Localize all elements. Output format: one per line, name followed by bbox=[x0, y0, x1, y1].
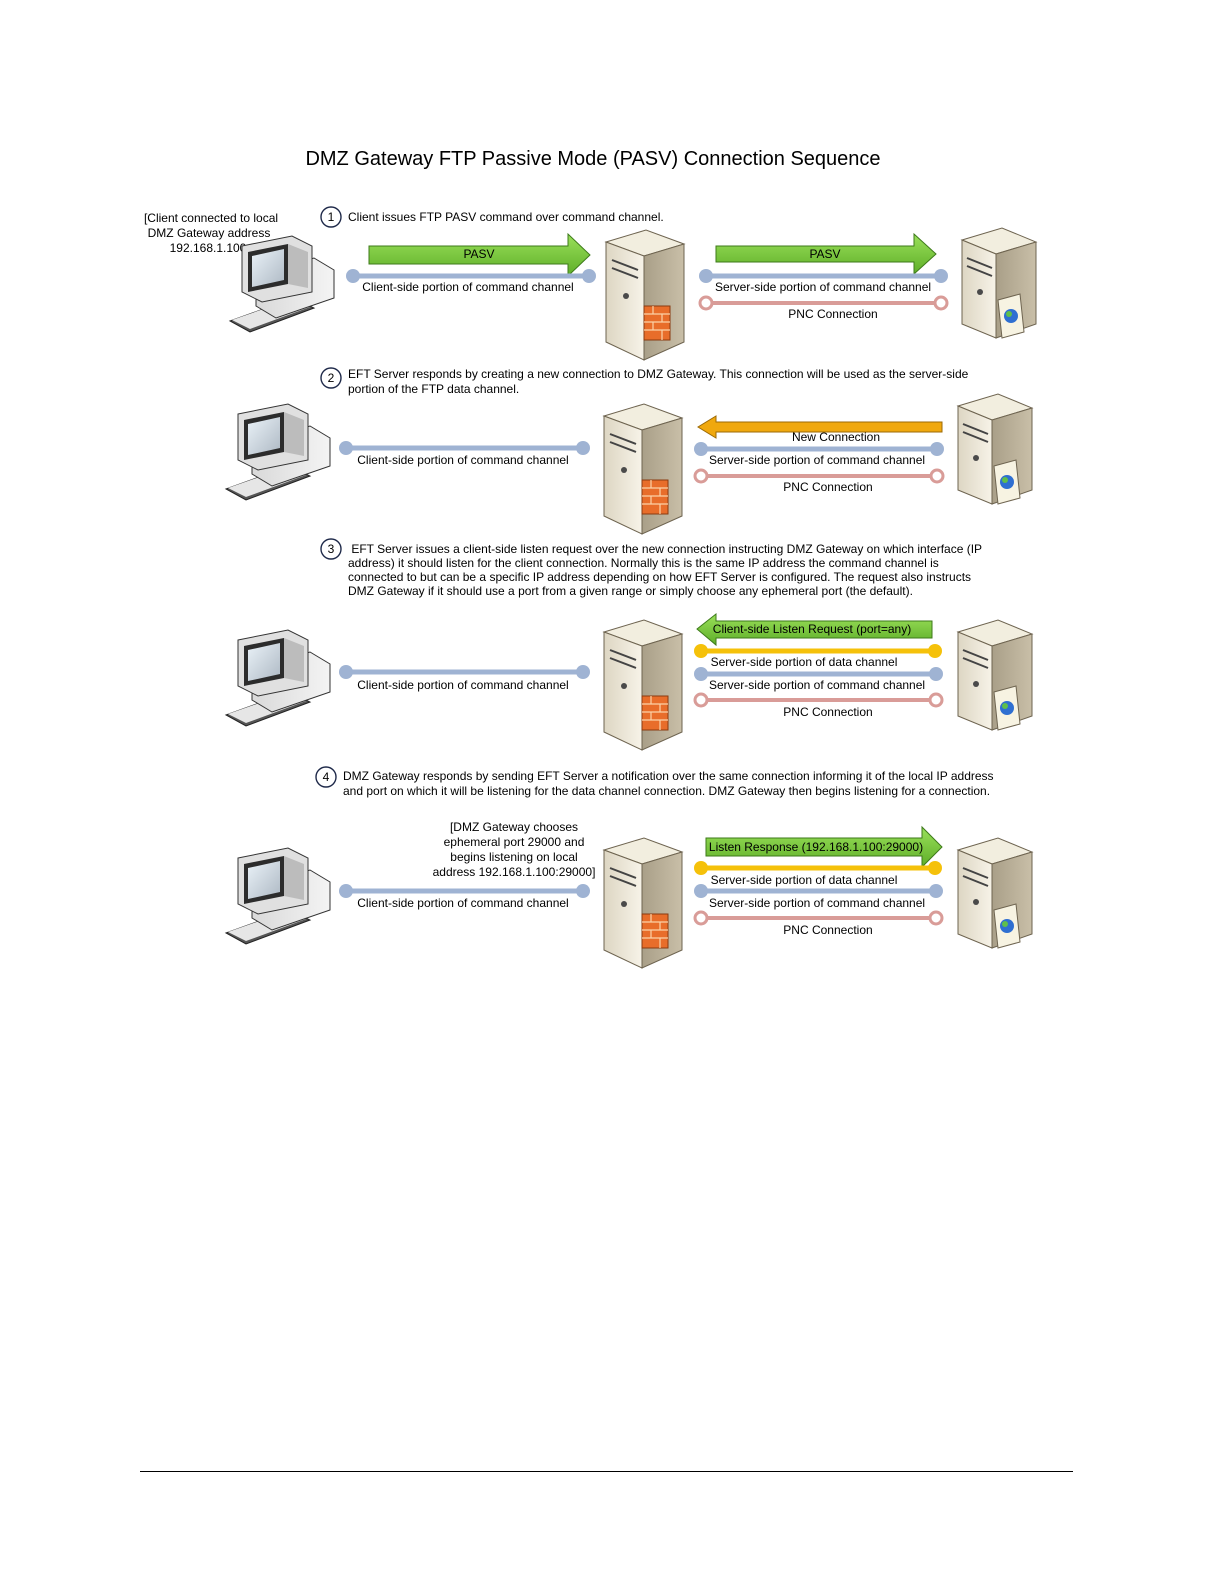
command-channel-endpoint bbox=[694, 667, 708, 681]
listen-request-arrow bbox=[696, 612, 933, 647]
dmz-gateway-server-icon bbox=[602, 403, 684, 535]
pnc-endpoint bbox=[929, 468, 945, 484]
step-2: 2 EFT Server responds by creating a new … bbox=[224, 367, 1034, 535]
client-note-line: DMZ Gateway address bbox=[148, 226, 271, 240]
step-number: 3 bbox=[328, 542, 335, 556]
step-number-circle bbox=[320, 367, 342, 389]
line-label: PNC Connection bbox=[783, 923, 872, 937]
command-channel-endpoint bbox=[339, 884, 353, 898]
arrow-label: PASV bbox=[809, 247, 840, 261]
command-channel-endpoint bbox=[339, 441, 353, 455]
line-label: Server-side portion of command channel bbox=[709, 896, 925, 910]
data-channel-endpoint bbox=[928, 644, 942, 658]
arrow-label: PASV bbox=[463, 247, 494, 261]
command-channel-endpoint bbox=[929, 667, 943, 681]
step-3: 3 EFT Server issues a client-side listen… bbox=[224, 538, 1034, 751]
client-note-line: [Client connected to local bbox=[144, 211, 278, 225]
line-label: Server-side portion of command channel bbox=[715, 280, 931, 294]
client-computer-icon bbox=[224, 847, 331, 945]
step-description-line: portion of the FTP data channel. bbox=[348, 382, 519, 396]
client-computer-icon bbox=[224, 629, 331, 727]
step-description-line: address) it should listen for the client… bbox=[348, 556, 939, 570]
data-channel-endpoint bbox=[928, 861, 942, 875]
line-label: Client-side portion of command channel bbox=[357, 678, 568, 692]
pnc-endpoint bbox=[693, 468, 709, 484]
eft-server-icon bbox=[960, 227, 1038, 339]
command-channel-endpoint bbox=[694, 884, 708, 898]
step-number-circle bbox=[320, 206, 342, 228]
pnc-endpoint bbox=[928, 692, 944, 708]
gateway-note-line: ephemeral port 29000 and bbox=[444, 835, 585, 849]
gateway-note-line: address 192.168.1.100:29000] bbox=[433, 865, 596, 879]
dmz-gateway-server-icon bbox=[602, 837, 684, 969]
arrow-label: Listen Response (192.168.1.100:29000) bbox=[709, 840, 923, 854]
step-1: 1 Client issues FTP PASV command over co… bbox=[228, 206, 1038, 361]
connection-sequence-diagram: DMZ Gateway FTP Passive Mode (PASV) Conn… bbox=[144, 148, 1038, 969]
pnc-endpoint bbox=[693, 910, 709, 926]
pnc-endpoint bbox=[693, 692, 709, 708]
step-number-circle bbox=[315, 766, 337, 788]
line-label: Server-side portion of command channel bbox=[709, 453, 925, 467]
step-number: 1 bbox=[328, 210, 335, 224]
command-channel-endpoint bbox=[694, 442, 708, 456]
line-label: Server-side portion of data channel bbox=[711, 873, 898, 887]
gateway-note: [DMZ Gateway chooses ephemeral port 2900… bbox=[433, 820, 596, 879]
line-label: Client-side portion of command channel bbox=[362, 280, 573, 294]
client-computer-icon bbox=[224, 403, 331, 501]
client-note: [Client connected to local DMZ Gateway a… bbox=[144, 211, 278, 255]
line-label: PNC Connection bbox=[788, 307, 877, 321]
line-label: New Connection bbox=[792, 430, 880, 444]
footer-divider bbox=[140, 1471, 1073, 1472]
command-channel-endpoint bbox=[346, 269, 360, 283]
step-description-line: Client issues FTP PASV command over comm… bbox=[348, 210, 664, 224]
arrow-label: Client-side Listen Request (port=any) bbox=[713, 622, 911, 636]
gateway-note-line: [DMZ Gateway chooses bbox=[450, 820, 578, 834]
command-channel-endpoint bbox=[576, 665, 590, 679]
line-label: Client-side portion of command channel bbox=[357, 896, 568, 910]
step-number: 4 bbox=[323, 770, 330, 784]
command-channel-endpoint bbox=[929, 884, 943, 898]
data-channel-endpoint bbox=[694, 644, 708, 658]
line-label: Client-side portion of command channel bbox=[357, 453, 568, 467]
dmz-gateway-server-icon bbox=[604, 229, 686, 361]
step-description-line: and port on which it will be listening f… bbox=[343, 784, 990, 798]
step-description-line: EFT Server issues a client-side listen r… bbox=[348, 542, 982, 556]
pnc-endpoint bbox=[698, 295, 714, 311]
pasv-arrow bbox=[368, 232, 591, 278]
line-label: Server-side portion of command channel bbox=[709, 678, 925, 692]
pnc-endpoint bbox=[933, 295, 949, 311]
step-number-circle bbox=[320, 538, 342, 560]
command-channel-endpoint bbox=[699, 269, 713, 283]
line-label: PNC Connection bbox=[783, 480, 872, 494]
eft-server-icon bbox=[956, 393, 1034, 505]
step-description-line: DMZ Gateway responds by sending EFT Serv… bbox=[343, 769, 994, 783]
pasv-arrow bbox=[715, 232, 937, 276]
dmz-gateway-server-icon bbox=[602, 619, 684, 751]
line-label: Server-side portion of data channel bbox=[711, 655, 898, 669]
step-description-line: EFT Server responds by creating a new co… bbox=[348, 367, 969, 381]
gateway-note-line: begins listening on local bbox=[450, 850, 577, 864]
command-channel-endpoint bbox=[930, 442, 944, 456]
command-channel-endpoint bbox=[934, 269, 948, 283]
command-channel-endpoint bbox=[582, 269, 596, 283]
command-channel-endpoint bbox=[576, 441, 590, 455]
eft-server-icon bbox=[956, 837, 1034, 949]
new-connection-arrow bbox=[697, 415, 943, 439]
step-4: 4 DMZ Gateway responds by sending EFT Se… bbox=[224, 766, 1034, 969]
client-computer-icon bbox=[228, 235, 335, 333]
step-description-line: DMZ Gateway if it should use a port from… bbox=[348, 584, 913, 598]
line-label: PNC Connection bbox=[783, 705, 872, 719]
command-channel-endpoint bbox=[339, 665, 353, 679]
eft-server-icon bbox=[956, 619, 1034, 731]
pnc-endpoint bbox=[928, 910, 944, 926]
data-channel-endpoint bbox=[694, 861, 708, 875]
step-number: 2 bbox=[328, 371, 335, 385]
step-description-line: connected to but can be a specific IP ad… bbox=[348, 570, 971, 584]
diagram-title: DMZ Gateway FTP Passive Mode (PASV) Conn… bbox=[305, 148, 880, 170]
listen-response-arrow bbox=[705, 825, 943, 869]
command-channel-endpoint bbox=[576, 884, 590, 898]
